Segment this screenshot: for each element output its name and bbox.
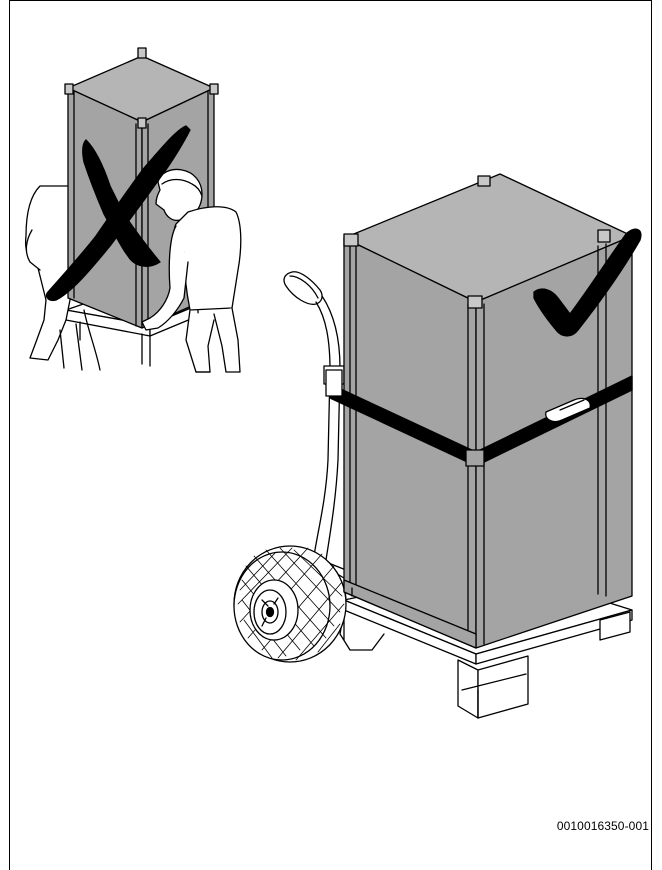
correct-handtruck-scene — [234, 174, 641, 718]
figure-reference-code: 0010016350-001 — [557, 819, 649, 833]
packaged-unit — [326, 174, 632, 648]
wrong-carry-scene — [26, 48, 241, 372]
wheel — [234, 546, 346, 662]
